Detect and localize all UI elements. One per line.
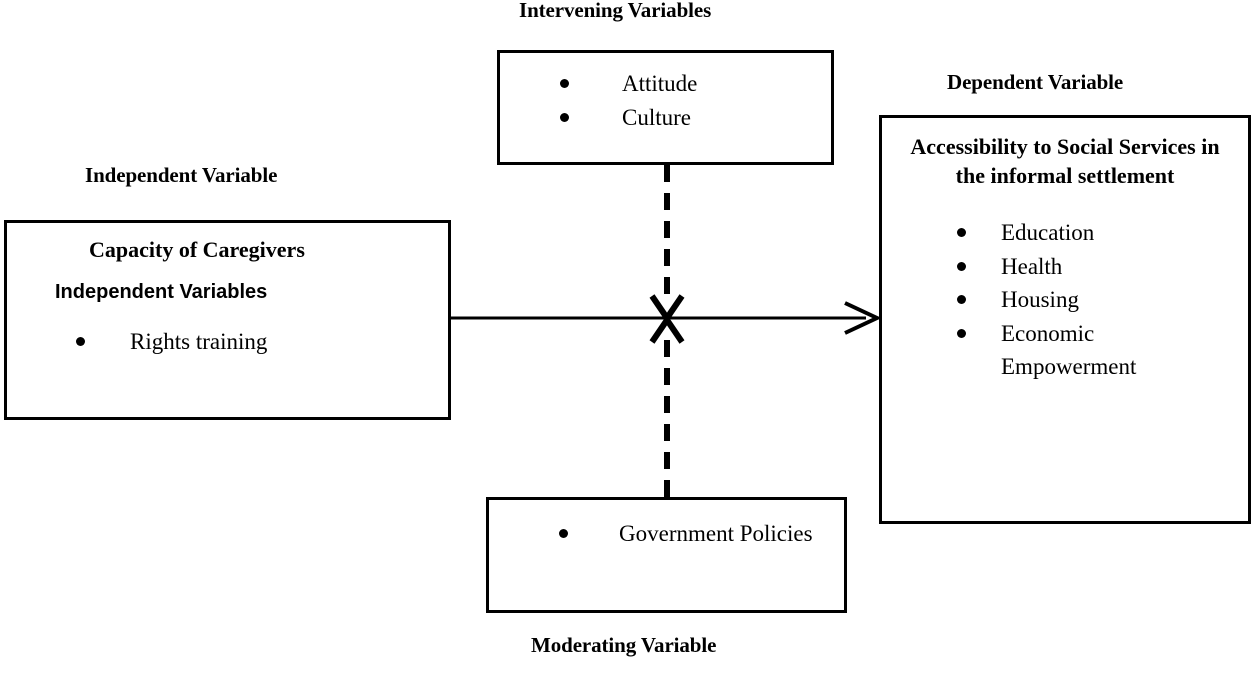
bullet-dot-icon xyxy=(957,228,966,238)
bullet-dot-icon xyxy=(957,295,966,305)
list-item: Rights training xyxy=(76,325,448,359)
list-item: Economic Empowerment xyxy=(957,317,1196,384)
independent-box-heading: Capacity of Caregivers xyxy=(89,237,305,262)
independent-variable-box: Capacity of Caregivers Independent Varia… xyxy=(4,220,451,420)
list-item-label: Attitude xyxy=(622,71,698,96)
list-item-label: Education xyxy=(1001,220,1095,246)
caption-independent-variable: Independent Variable xyxy=(85,163,278,187)
dependent-bullet-list: Education Health Housing Economic Empowe… xyxy=(957,216,1248,384)
bullet-dot-icon xyxy=(957,261,966,271)
bullet-dot-icon xyxy=(560,78,569,88)
intervening-variables-box: Attitude Culture xyxy=(497,50,834,165)
list-item-label: Economic Empowerment xyxy=(1001,320,1137,380)
arrowhead-down-icon xyxy=(649,294,685,324)
bullet-dot-icon xyxy=(560,112,569,122)
list-item: Government Policies xyxy=(559,517,819,551)
caption-dependent-variable: Dependent Variable xyxy=(947,70,1124,94)
list-item-label: Culture xyxy=(622,104,691,130)
dependent-variable-box: Accessibility to Social Services in the … xyxy=(879,115,1251,524)
intervening-bullet-list: Attitude Culture xyxy=(560,67,831,134)
list-item-label: Housing xyxy=(1001,287,1079,313)
independent-box-subheading: Independent Variables xyxy=(55,281,268,304)
list-item: Health xyxy=(957,250,1248,284)
bullet-dot-icon xyxy=(957,328,966,338)
bullet-dot-icon xyxy=(76,336,85,346)
arrowhead-right-icon xyxy=(844,301,882,335)
caption-intervening-variables: Intervening Variables xyxy=(519,0,712,22)
list-item: Culture xyxy=(560,101,831,135)
list-item: Education xyxy=(957,216,1248,250)
independent-bullet-list: Rights training xyxy=(76,325,448,359)
list-item-label: Government Policies xyxy=(619,521,813,546)
moderating-bullet-list: Government Policies xyxy=(559,517,844,551)
list-item-label: Health xyxy=(1001,253,1063,279)
bullet-dot-icon xyxy=(559,528,568,538)
moderating-variable-box: Government Policies xyxy=(486,497,847,613)
list-item: Attitude xyxy=(560,67,831,101)
list-item: Housing xyxy=(957,283,1248,317)
arrowhead-up-icon xyxy=(649,314,685,344)
list-item-label: Rights training xyxy=(130,329,268,355)
caption-moderating-variable: Moderating Variable xyxy=(531,633,717,657)
dependent-box-heading: Accessibility to Social Services in the … xyxy=(910,134,1220,189)
